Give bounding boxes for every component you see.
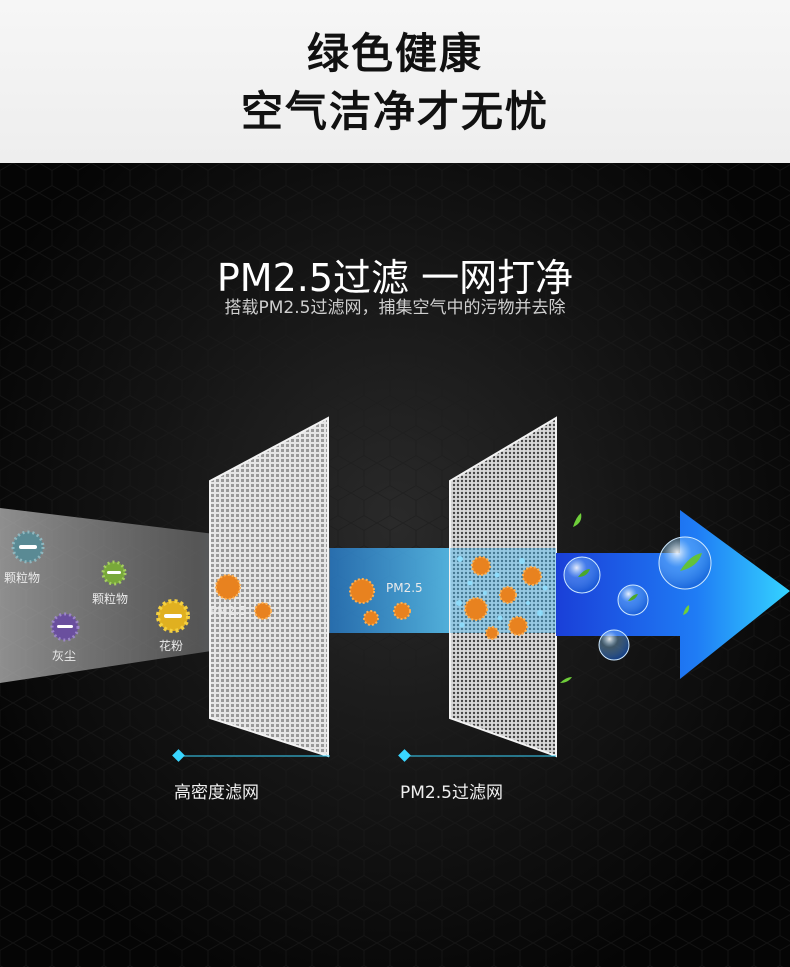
leaf-icon: [628, 594, 638, 601]
header-banner: 绿色健康 空气洁净才无忧: [0, 0, 790, 163]
particulate-label-1: 颗粒物: [4, 571, 41, 585]
particulate-label-2: 颗粒物: [92, 592, 129, 606]
filter-illustration: [0, 163, 790, 967]
leaf-icon: [573, 513, 582, 527]
section-title: PM2.5过滤 一网打净: [216, 256, 574, 300]
pm25-filter-caption: PM2.5过滤网: [400, 783, 503, 803]
filtered-air-stream: [330, 548, 460, 633]
section-subtitle: 搭载PM2.5过滤网，捕集空气中的污物并去除: [224, 298, 566, 318]
leaf-icon: [578, 569, 590, 577]
bubble-icon: [658, 536, 712, 590]
headline-line-2: 空气洁净才无忧: [240, 87, 549, 136]
dust-icon: [50, 612, 80, 642]
droplets: [456, 556, 548, 628]
dust-label: 灰尘: [52, 649, 77, 663]
high-density-filter-caption: 高密度滤网: [174, 783, 259, 803]
leaf-icon: [680, 553, 702, 571]
feature-panel: PM2.5过滤 一网打净 搭载PM2.5过滤网，捕集空气中的污物并去除 颗粒物 …: [0, 163, 790, 967]
pm25-particles: [215, 556, 542, 640]
leaf-icon: [560, 677, 572, 683]
particulate-icon: [101, 560, 127, 586]
pollen-label: 花粉: [159, 639, 184, 653]
particulate-icon: [11, 530, 45, 564]
bubble-icon: [617, 584, 649, 616]
pm25-label-b: PM2.5: [386, 581, 423, 595]
pm25-label-a: PM2.5: [210, 604, 247, 618]
clean-air-arrow: [556, 510, 790, 679]
bubble-icon: [598, 629, 630, 661]
headline-line-1: 绿色健康: [306, 29, 483, 78]
pollen-icon: [156, 599, 190, 633]
leaf-icon: [683, 605, 690, 615]
